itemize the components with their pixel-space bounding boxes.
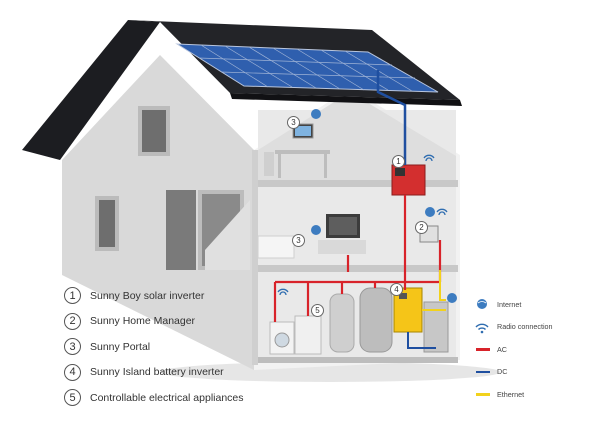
legend-label: Sunny Island battery inverter (90, 366, 224, 379)
sideboard (318, 240, 366, 254)
ground-shadow (160, 362, 500, 382)
legend-item: 2 Sunny Home Manager (64, 309, 304, 335)
floor-upper (252, 180, 458, 187)
legend-item: 1 Sunny Boy solar inverter (64, 283, 304, 309)
key-radio-label: Radio connection (497, 322, 553, 332)
legend-number: 2 (64, 312, 81, 330)
badge-1: 1 (392, 155, 405, 168)
key-internet: Internet (470, 293, 595, 316)
legend-label: Sunny Portal (90, 340, 151, 353)
key-ethernet: Ethernet (470, 383, 595, 406)
badge-3-top: 3 (287, 116, 300, 129)
key-internet-label: Internet (497, 299, 522, 309)
attic-interior (258, 92, 456, 182)
roof-left (22, 20, 160, 160)
sofa (257, 235, 295, 259)
legend-number: 4 (64, 363, 81, 381)
wifi-icon (470, 320, 494, 334)
key-radio: Radio connection (470, 316, 595, 339)
key-ethernet-label: Ethernet (497, 389, 525, 399)
key-dc: DC (470, 361, 595, 384)
floor-bottom (252, 357, 458, 363)
component-legend: 1 Sunny Boy solar inverter 2 Sunny Home … (64, 283, 304, 411)
dc-cable (376, 70, 407, 165)
radio-icon (277, 154, 448, 296)
legend-item: 3 Sunny Portal (64, 334, 304, 360)
connection-key: Internet Radio connection AC DC Ethernet (470, 293, 595, 406)
badge-4: 4 (390, 283, 403, 296)
legend-number: 5 (64, 389, 81, 407)
stairs (205, 200, 250, 270)
badge-2: 2 (415, 221, 428, 234)
dc-line-icon (470, 365, 494, 379)
chair (264, 152, 274, 176)
cut-edge (252, 150, 258, 365)
door (166, 190, 196, 270)
water-tank (359, 287, 393, 353)
ethernet-cables (422, 270, 446, 311)
globe-icon (470, 297, 494, 311)
house-left-wall (62, 55, 254, 370)
legend-label: Sunny Home Manager (90, 315, 196, 328)
badge-5: 5 (311, 304, 324, 317)
roof-eave (230, 93, 462, 106)
internet-icon (311, 109, 457, 303)
key-dc-label: DC (497, 367, 508, 377)
legend-number: 3 (64, 338, 81, 356)
ethernet-line-icon (470, 387, 494, 401)
desk (275, 150, 330, 154)
legend-item: 5 Controllable electrical appliances (64, 385, 304, 411)
legend-label: Sunny Boy solar inverter (90, 289, 205, 302)
ac-line-icon (470, 342, 494, 356)
badge-3-middle: 3 (292, 234, 305, 247)
heat-pump (329, 293, 355, 353)
sunny-boy-inverter (391, 164, 426, 196)
legend-label: Controllable electrical appliances (90, 391, 244, 404)
key-ac: AC (470, 338, 595, 361)
legend-item: 4 Sunny Island battery inverter (64, 360, 304, 386)
floor-middle (252, 265, 458, 272)
key-ac-label: AC (497, 344, 507, 354)
legend-number: 1 (64, 287, 81, 305)
dc-cable-battery (407, 332, 436, 349)
